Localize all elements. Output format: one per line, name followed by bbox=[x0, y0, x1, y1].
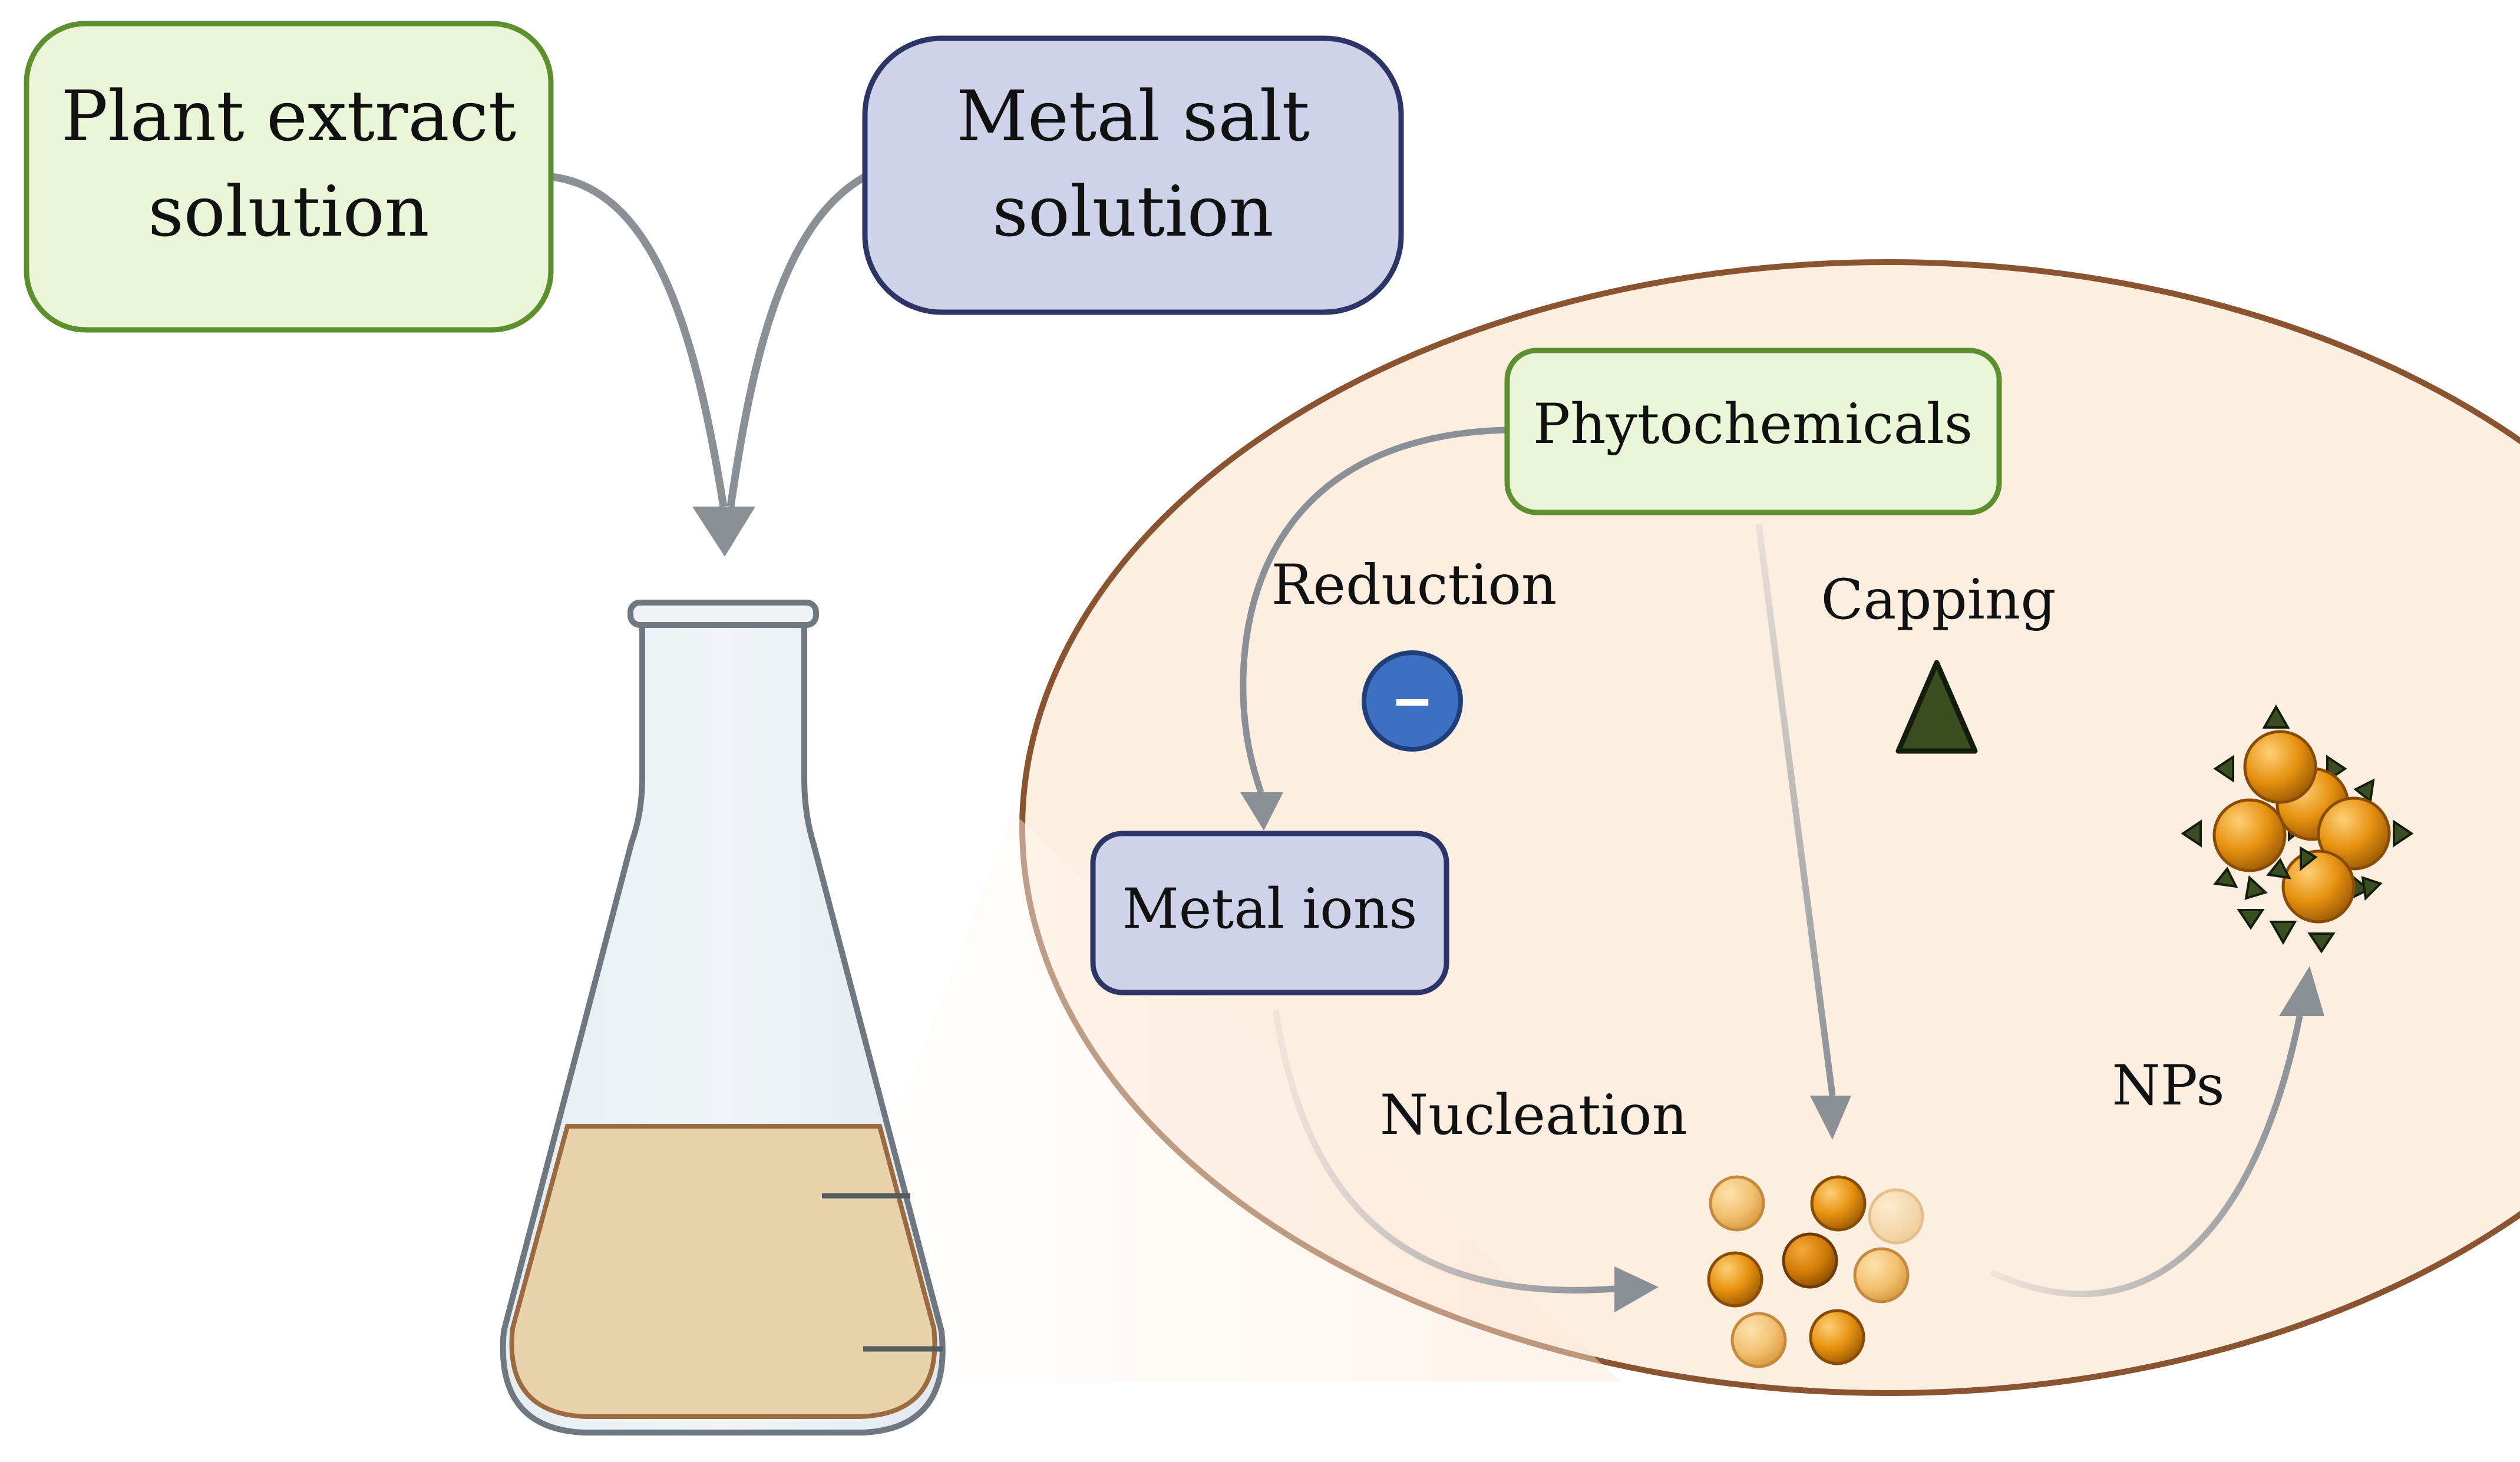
metal-ions-box: Metal ions bbox=[1090, 831, 1449, 995]
arrowhead-nucleation bbox=[1614, 1266, 1659, 1312]
particle bbox=[1707, 1251, 1763, 1308]
metal-ions-label: Metal ions bbox=[1122, 877, 1417, 941]
phytochemicals-label: Phytochemicals bbox=[1533, 392, 1973, 457]
particle bbox=[1809, 1309, 1865, 1365]
electron-minus: – bbox=[1394, 661, 1430, 734]
arrow-capping bbox=[1755, 524, 1836, 1096]
arrow-nps bbox=[1990, 1009, 2304, 1298]
nucleated-particles bbox=[1707, 1175, 1924, 1368]
arrow-nucleation bbox=[1272, 1010, 1615, 1294]
nps-label: NPs bbox=[2112, 1054, 2224, 1118]
particle bbox=[1730, 1312, 1787, 1368]
particle bbox=[1868, 1188, 1924, 1245]
particle bbox=[1782, 1232, 1838, 1289]
electron-symbol: – bbox=[1362, 650, 1463, 752]
arrow-reduction bbox=[1240, 426, 1506, 793]
particle bbox=[1709, 1175, 1765, 1232]
arrowhead-nps bbox=[2279, 966, 2324, 1016]
phytochemicals-box: Phytochemicals bbox=[1504, 348, 2002, 515]
metal-salt-line2: solution bbox=[992, 171, 1274, 252]
arrow-plant-extract-to-flask bbox=[550, 173, 728, 508]
metal-salt-box: Metal salt solution bbox=[862, 35, 1404, 315]
nucleation-label: Nucleation bbox=[1380, 1083, 1687, 1147]
capped-nanoparticle bbox=[2181, 704, 2414, 954]
arrowhead-reduction bbox=[1240, 792, 1283, 831]
arrow-metal-salt-to-flask bbox=[726, 173, 867, 507]
erlenmeyer-flask bbox=[500, 600, 946, 1435]
reduction-label: Reduction bbox=[1271, 553, 1557, 617]
particle bbox=[1853, 1247, 1910, 1304]
arrowhead-capping bbox=[1810, 1096, 1851, 1140]
plant-extract-line2: solution bbox=[148, 171, 430, 252]
zoom-cone bbox=[795, 813, 1620, 1381]
capping-label: Capping bbox=[1821, 568, 2056, 632]
particle bbox=[1810, 1175, 1867, 1232]
capping-agent-icon bbox=[1895, 660, 1978, 754]
metal-salt-line1: Metal salt bbox=[956, 75, 1310, 157]
plant-extract-box: Plant extract solution bbox=[24, 21, 554, 333]
plant-extract-line1: Plant extract bbox=[61, 75, 516, 157]
arrowhead-flask bbox=[692, 507, 755, 557]
